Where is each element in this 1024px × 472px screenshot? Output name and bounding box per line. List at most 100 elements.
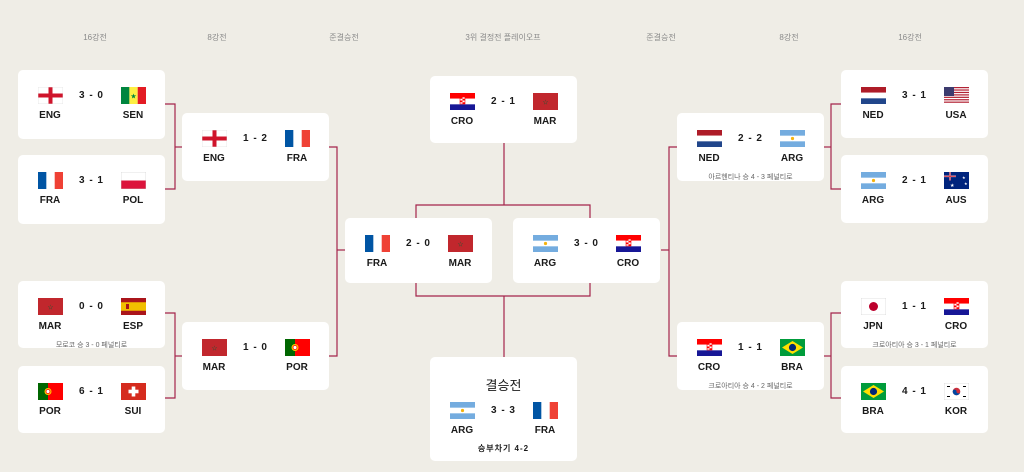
home-team-code: JPN — [863, 321, 883, 332]
semifinal-header-right: 준결승전 — [646, 33, 676, 42]
morocco-flag-icon: ☆ — [38, 298, 63, 315]
away-team-code: ARG — [780, 153, 804, 164]
svg-text:★: ★ — [950, 183, 955, 189]
penalty-note: 크로아티아 승 3 - 1 페널티로 — [872, 342, 957, 349]
morocco-flag-icon: ☆ — [448, 235, 473, 252]
argentina-flag-icon — [780, 130, 805, 147]
home-team-code: ARG — [533, 258, 557, 269]
away-team-code: SEN — [122, 110, 144, 121]
away-team-code: FRA — [286, 153, 308, 164]
away-team-code: MAR — [533, 116, 557, 127]
away-team-code: ESP — [122, 321, 143, 332]
match-score: 1 - 1 — [737, 342, 763, 353]
match-score: 2 - 0 — [405, 238, 431, 249]
home-team-code: ENG — [39, 110, 61, 121]
match-score: 4 - 1 — [901, 386, 927, 397]
south-korea-flag-icon — [944, 383, 969, 400]
home-team-code: ENG — [203, 153, 225, 164]
home-team-code: MAR — [38, 321, 62, 332]
match-card-sf-2[interactable]: ARG CRO 3 - 0 — [513, 218, 660, 283]
france-flag-icon — [533, 402, 558, 419]
morocco-flag-icon: ☆ — [202, 339, 227, 356]
away-team-code: KOR — [944, 406, 968, 417]
svg-text:★: ★ — [964, 181, 968, 186]
match-card-qf-2[interactable]: ☆ MAR POR 1 - 0 — [182, 322, 329, 390]
penalty-note: 아르헨티나 승 4 - 3 페널티로 — [708, 174, 793, 181]
svg-text:☆: ☆ — [457, 241, 463, 249]
argentina-flag-icon — [861, 172, 886, 189]
match-card-r16-1[interactable]: ★ ENG SEN 3 - 0 — [18, 70, 165, 139]
away-team-code: AUS — [945, 195, 967, 206]
france-flag-icon — [38, 172, 63, 189]
round-of-16-header-right: 16강전 — [898, 33, 922, 42]
away-team-code: BRA — [781, 362, 803, 373]
netherlands-flag-icon — [697, 130, 722, 147]
croatia-flag-icon — [697, 339, 722, 356]
match-card-r16-7[interactable]: JPN CRO 1 - 1 크로아티아 승 3 - 1 페널티로 — [841, 281, 988, 349]
match-score: 3 - 1 — [78, 175, 104, 186]
match-score: 2 - 1 — [901, 175, 927, 186]
penalty-note: 모로코 승 3 - 0 페널티로 — [55, 342, 128, 349]
croatia-flag-icon — [450, 93, 475, 110]
svg-text:★: ★ — [962, 175, 966, 180]
match-score: 3 - 3 — [490, 405, 516, 416]
spain-flag-icon — [121, 298, 146, 315]
final-title: 결승전 — [485, 378, 522, 393]
svg-text:☆: ☆ — [211, 345, 217, 353]
portugal-flag-icon — [38, 383, 63, 400]
penalty-note: 크로아티아 승 4 - 2 페널티로 — [708, 383, 793, 390]
svg-text:★: ★ — [130, 93, 136, 101]
usa-flag-icon — [944, 87, 969, 104]
england-flag-icon — [202, 130, 227, 147]
away-team-code: POR — [286, 362, 308, 373]
argentina-flag-icon — [450, 402, 475, 419]
match-score: 3 - 0 — [573, 238, 599, 249]
home-team-code: MAR — [202, 362, 226, 373]
home-team-code: CRO — [697, 362, 721, 373]
match-card-r16-2[interactable]: FRA POL 3 - 1 — [18, 155, 165, 224]
svg-text:☆: ☆ — [47, 304, 53, 312]
match-score: 1 - 0 — [242, 342, 268, 353]
home-team-code: NED — [698, 153, 720, 164]
portugal-flag-icon — [285, 339, 310, 356]
home-team-code: CRO — [450, 116, 474, 127]
match-card-qf-4[interactable]: CRO BRA 1 - 1 크로아티아 승 4 - 2 페널티로 — [677, 322, 824, 390]
away-team-code: CRO — [944, 321, 968, 332]
japan-flag-icon — [861, 298, 886, 315]
match-score: 6 - 1 — [78, 386, 104, 397]
switzerland-flag-icon — [121, 383, 146, 400]
argentina-flag-icon — [533, 235, 558, 252]
home-team-code: FRA — [39, 195, 61, 206]
poland-flag-icon — [121, 172, 146, 189]
croatia-flag-icon — [944, 298, 969, 315]
morocco-flag-icon: ☆ — [533, 93, 558, 110]
away-team-code: POL — [122, 195, 144, 206]
quarterfinal-header-right: 8강전 — [779, 33, 799, 42]
away-team-code: CRO — [616, 258, 640, 269]
match-score: 1 - 1 — [901, 301, 927, 312]
third-place-header: 3위 결정전 플레이오프 — [465, 33, 541, 42]
away-team-code: FRA — [534, 425, 556, 436]
brazil-flag-icon — [780, 339, 805, 356]
home-team-code: ARG — [450, 425, 474, 436]
home-team-code: FRA — [366, 258, 388, 269]
home-team-code: POR — [39, 406, 61, 417]
netherlands-flag-icon — [861, 87, 886, 104]
quarterfinal-header-left: 8강전 — [207, 33, 227, 42]
france-flag-icon — [285, 130, 310, 147]
croatia-flag-icon — [616, 235, 641, 252]
away-team-code: USA — [945, 110, 967, 121]
match-score: 3 - 0 — [78, 90, 104, 101]
semifinal-header-left: 준결승전 — [329, 33, 359, 42]
